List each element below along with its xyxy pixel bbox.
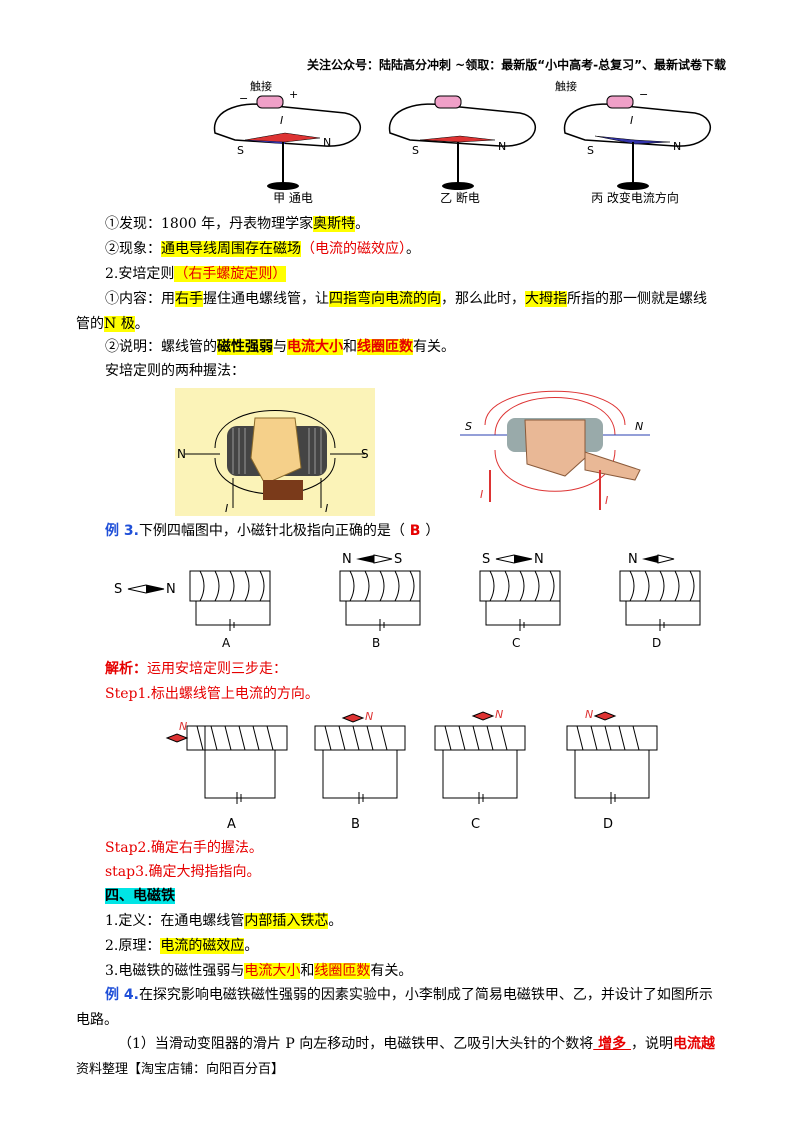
- grip-figure-right: S N I I: [460, 390, 650, 510]
- principle-line: 2.原理：电流的磁效应。: [105, 938, 259, 954]
- pole-n-label: N: [673, 140, 681, 153]
- page-footer: 资料整理【淘宝店铺：向阳百分百】: [76, 1062, 285, 1077]
- grip-right-n: N: [635, 420, 643, 433]
- needle-c-left: S: [482, 552, 490, 567]
- needle-c-right: N: [534, 552, 544, 567]
- analysis-b-label: B: [351, 817, 360, 832]
- rule-content-line-2: 管的N 极。: [76, 316, 149, 332]
- grip-methods-line: 安培定则的两种握法：: [105, 363, 245, 379]
- grip-left-n: N: [177, 447, 186, 461]
- grip-left-i1: I: [225, 502, 228, 515]
- minus-sign: −: [639, 88, 648, 101]
- touch-label: 触接: [555, 79, 577, 93]
- option-c-label: C: [512, 636, 520, 650]
- example4-question-2: 电路。: [76, 1012, 118, 1028]
- rule-note-line: ②说明：螺线管的磁性强弱与电流大小和线圈匝数有关。: [105, 339, 455, 355]
- analysis-a-n: N: [179, 720, 187, 733]
- pole-s-label: S: [412, 144, 419, 157]
- caption-reversed: 丙 改变电流方向: [591, 190, 679, 205]
- option-b: N S B: [339, 552, 421, 650]
- pole-n-label: N: [498, 140, 506, 153]
- minus-sign: −: [239, 92, 248, 105]
- definition-line: 1.定义：在通电螺线管内部插入铁芯。: [105, 913, 343, 929]
- grip-right-i2: I: [605, 494, 608, 507]
- step1-line: Step1.标出螺线管上电流的方向。: [105, 686, 319, 702]
- grip-left-i2: I: [325, 502, 328, 515]
- panel-off: S N: [388, 95, 537, 190]
- needle-a-right: N: [166, 582, 176, 597]
- analysis-d: N D: [566, 708, 658, 832]
- analysis-a-label: A: [227, 817, 236, 832]
- example4-question: 例 4.在探究影响电磁铁磁性强弱的因素实验中，小李制成了简易电磁铁甲、乙，并设计…: [105, 987, 713, 1003]
- analysis-line: 解析：运用安培定则三步走：: [105, 661, 287, 677]
- example4-part1: （1）当滑动变阻器的滑片 P 向左移动时，电磁铁甲、乙吸引大头针的个数将 增多 …: [118, 1036, 715, 1052]
- pole-s-label: S: [237, 144, 244, 157]
- panel-powered: 触接 − + I S N: [213, 79, 362, 190]
- grip-right-s: S: [465, 420, 472, 433]
- section-electromagnet-heading: 四、电磁铁: [105, 888, 175, 904]
- analysis-figures: N A N B N C N D: [165, 708, 658, 832]
- rule-content-line: ①内容：用右手握住通电螺线管，让四指弯向电流的向，那么此时，大拇指所指的那一侧就…: [105, 291, 707, 307]
- analysis-d-n: N: [585, 708, 593, 721]
- pole-s-label: S: [587, 144, 594, 157]
- needle-d-left: N: [628, 552, 638, 567]
- option-c: S N C: [479, 552, 561, 650]
- caption-off: 乙 断电: [440, 190, 480, 205]
- analysis-a: N A: [165, 720, 288, 832]
- touch-label: 触接: [250, 79, 272, 93]
- page-header: 关注公众号：陆陆高分冲刺 ~领取：最新版“小中高考-总复习”、最新试卷下载: [307, 58, 726, 72]
- analysis-d-label: D: [603, 817, 613, 832]
- example3-question: 例 3.下例四幅图中，小磁针北极指向正确的是（ B ）: [105, 523, 440, 539]
- option-d-label: D: [652, 636, 661, 650]
- strength-line: 3.电磁铁的磁性强弱与电流大小和线圈匝数有关。: [105, 963, 413, 979]
- pole-n-label: N: [323, 136, 331, 149]
- discovery-line: ①发现：1800 年，丹表物理学家奥斯特。: [105, 216, 370, 232]
- option-b-label: B: [372, 636, 380, 650]
- analysis-c: N C: [434, 708, 526, 832]
- analysis-c-label: C: [471, 817, 480, 832]
- option-a: S N A: [114, 570, 271, 650]
- needle-a-left: S: [114, 582, 122, 597]
- current-label: I: [630, 114, 633, 127]
- step3-line: stap3.确定大拇指指向。: [105, 864, 261, 880]
- panel-reversed: 触接 − I S N: [555, 79, 712, 190]
- grip-figure-left: N S I I: [175, 388, 375, 516]
- needle-b-right: S: [394, 552, 402, 567]
- phenomenon-line: ②现象：通电导线周围存在磁场（电流的磁效应）。: [105, 241, 420, 257]
- grip-left-s: S: [361, 447, 369, 461]
- step2-line: Stap2.确定右手的握法。: [105, 840, 263, 856]
- plus-sign: +: [289, 88, 298, 101]
- caption-powered: 甲 通电: [273, 191, 313, 205]
- current-label: I: [280, 114, 283, 127]
- needle-b-left: N: [342, 552, 352, 567]
- oersted-experiment-figure: 触接 − + I S N S N 触接 − I S N 甲 通电 乙 断电 丙 …: [213, 79, 712, 205]
- example3-figures: S N A N S B S N C N D: [114, 552, 701, 650]
- analysis-b: N B: [314, 710, 406, 832]
- analysis-c-n: N: [495, 708, 503, 721]
- ampere-rule-heading: 2.安培定则（右手螺旋定则）: [105, 266, 287, 282]
- option-d: N D: [619, 552, 701, 650]
- grip-right-i1: I: [480, 488, 483, 501]
- option-a-label: A: [222, 636, 231, 650]
- analysis-b-n: N: [365, 710, 373, 723]
